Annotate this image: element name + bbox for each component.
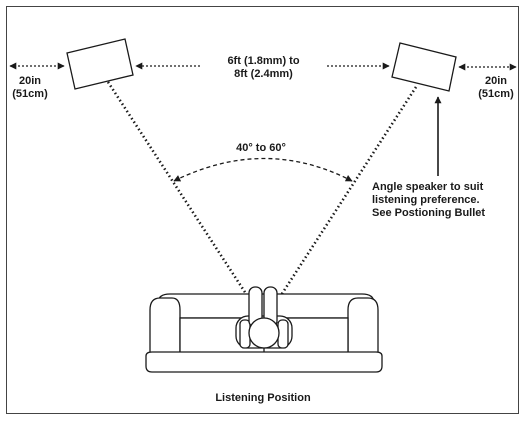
left-gap-label-line2: (51cm) bbox=[12, 88, 48, 100]
left-speaker bbox=[66, 38, 134, 90]
positioning-note-line2: listening preference. bbox=[372, 194, 480, 206]
diagram-caption: Listening Position bbox=[215, 392, 311, 404]
positioning-note: Angle speaker to suit listening preferen… bbox=[372, 181, 485, 220]
positioning-note-line3: See Postioning Bullet bbox=[372, 207, 486, 219]
right-gap-label-line1: 20in bbox=[484, 75, 507, 87]
right-gap-label-line2: (51cm) bbox=[478, 88, 514, 100]
listener bbox=[235, 286, 293, 349]
right-gap-label: 20in (51cm) bbox=[476, 75, 516, 101]
left-gap-label-line1: 20in bbox=[18, 75, 41, 87]
left-sight-line bbox=[106, 81, 254, 304]
angle-arc bbox=[173, 157, 353, 182]
spacing-label-line2: 8ft (2.4mm) bbox=[234, 68, 293, 80]
positioning-note-line1: Angle speaker to suit bbox=[372, 181, 484, 193]
left-gap-label: 20in (51cm) bbox=[10, 75, 50, 101]
spacing-label-line1: 6ft (1.8mm) to bbox=[227, 55, 300, 67]
right-speaker bbox=[391, 42, 457, 92]
angle-label: 40° to 60° bbox=[236, 142, 286, 154]
spacing-label: 6ft (1.8mm) to 8ft (2.4mm) bbox=[200, 55, 327, 81]
